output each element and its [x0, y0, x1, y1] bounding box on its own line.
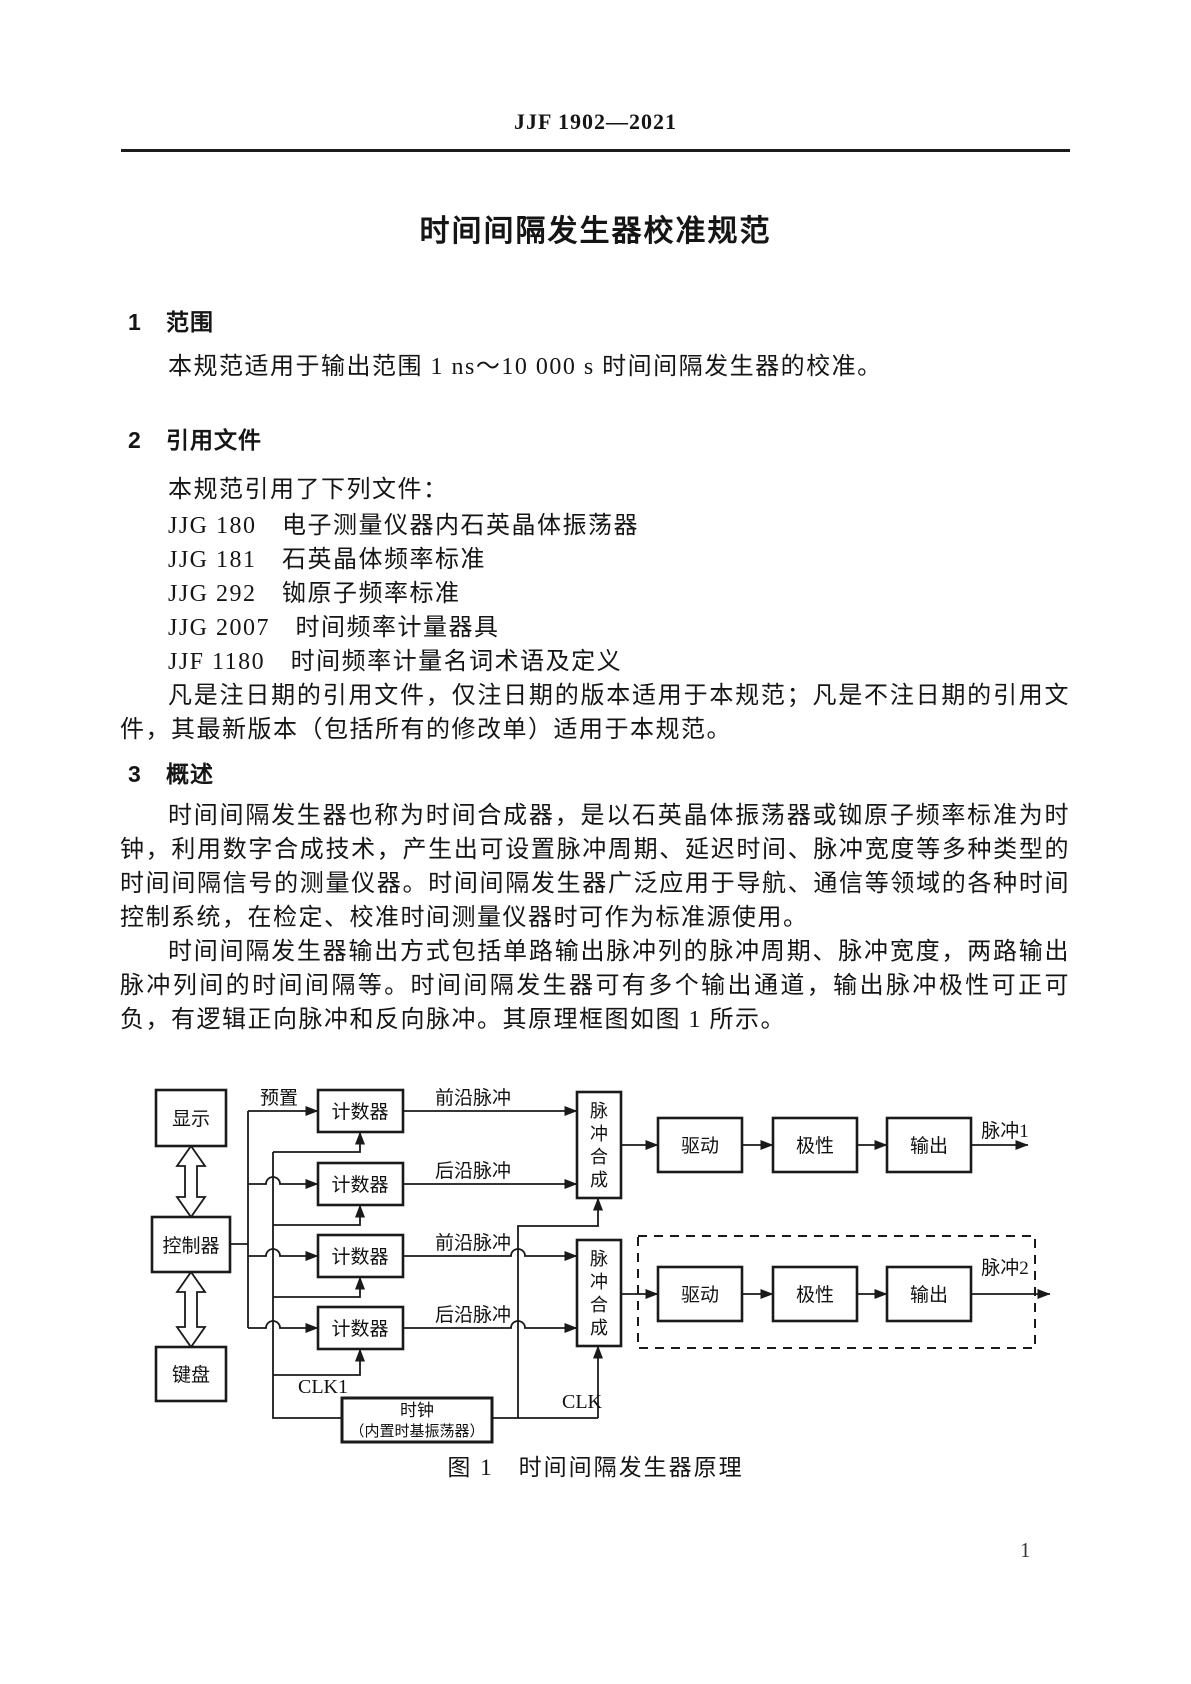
- figure-caption: 图 1 时间间隔发生器原理: [447, 1455, 744, 1480]
- references-note: 凡是注日期的引用文件，仅注日期的版本适用于本规范；凡是不注日期的引用文件，其最新…: [120, 683, 1070, 743]
- svg-text:脉: 脉: [590, 1249, 608, 1269]
- section-number: 2: [128, 427, 142, 453]
- output2-label: 输出: [910, 1284, 948, 1306]
- clk1-counter1: [273, 1131, 365, 1153]
- pulse-synth2-label: 脉 冲 合 成: [590, 1249, 608, 1338]
- clk1-bus: [272, 1152, 342, 1419]
- section-number: 1: [128, 309, 142, 335]
- scope-paragraph: 本规范适用于输出范围 1 ns～10 000 s 时间间隔发生器的校准。: [168, 354, 883, 380]
- display-controller-double-arrow: [175, 1144, 207, 1219]
- polarity2-box: [771, 1265, 859, 1323]
- channel2-dashed-box: [637, 1235, 1036, 1349]
- controller-box: [150, 1215, 232, 1274]
- counter3-label: 计数器: [331, 1246, 388, 1268]
- document-header: JJF 1902—2021: [513, 109, 678, 134]
- counter4-box: [316, 1305, 405, 1351]
- svg-text:合: 合: [590, 1147, 608, 1167]
- reference-item: JJG 292 铷原子频率标准: [168, 581, 461, 607]
- polarity2-label: 极性: [796, 1284, 834, 1306]
- section-heading-overview: 3 概述: [128, 755, 214, 789]
- pulse-synth2-box: [575, 1238, 623, 1348]
- counter1-box: [316, 1088, 405, 1134]
- clk1-counter4: [273, 1348, 365, 1376]
- svg-text:冲: 冲: [590, 1124, 608, 1144]
- clock-box: [340, 1396, 494, 1444]
- leading-pulse-label-2: 前沿脉冲: [435, 1232, 511, 1254]
- clk1-counter3: [273, 1276, 365, 1298]
- drive1-box: [656, 1116, 744, 1174]
- clk-riser-synth1: [517, 1197, 603, 1418]
- reference-item: JJG 181 石英晶体频率标准: [168, 547, 487, 573]
- leading-pulse-label-1: 前沿脉冲: [435, 1087, 511, 1109]
- svg-text:成: 成: [590, 1170, 608, 1190]
- pulse-synth1-box: [575, 1090, 623, 1200]
- counter3-box: [316, 1233, 405, 1279]
- output2-box: [885, 1265, 973, 1323]
- section-title: 范围: [166, 309, 214, 335]
- clock-subtitle-label: （内置时基振荡器）: [349, 1423, 484, 1440]
- controller-label: 控制器: [162, 1235, 219, 1257]
- counter2-label: 计数器: [331, 1174, 388, 1196]
- header-rule: [121, 149, 1070, 152]
- svg-text:冲: 冲: [590, 1272, 608, 1292]
- clk-label: CLK: [562, 1391, 603, 1413]
- overview-paragraph-1: 时间间隔发生器也称为时间合成器，是以石英晶体振荡器或铷原子频率标准为时钟，利用数…: [120, 803, 1070, 931]
- trailing-pulse-label-2: 后沿脉冲: [435, 1304, 511, 1326]
- section-heading-references: 2 引用文件: [128, 421, 262, 455]
- pulse2-label: 脉冲2: [981, 1257, 1029, 1279]
- counter2-box: [316, 1161, 405, 1207]
- counter4-label: 计数器: [331, 1318, 388, 1340]
- controller-keyboard-double-arrow: [175, 1270, 207, 1349]
- clk1-label: CLK1: [298, 1376, 348, 1398]
- reference-item: JJF 1180 时间频率计量名词术语及定义: [168, 649, 623, 675]
- document-title: 时间间隔发生器校准规范: [419, 215, 772, 248]
- pulse-synth1-label: 脉 冲 合 成: [590, 1101, 608, 1190]
- reference-item: JJG 2007 时间频率计量器具: [168, 615, 500, 641]
- page-number: 1: [1020, 1538, 1031, 1562]
- output1-box: [885, 1116, 973, 1174]
- counter1-label: 计数器: [331, 1101, 388, 1123]
- drive2-box: [656, 1265, 744, 1323]
- section-title: 概述: [166, 761, 214, 787]
- preset-line-counter4: [248, 1320, 319, 1333]
- section-number: 3: [128, 761, 142, 787]
- svg-text:合: 合: [590, 1295, 608, 1315]
- keyboard-box: [154, 1345, 228, 1403]
- clock-title-label: 时钟: [400, 1401, 434, 1420]
- preset-line-counter3: [248, 1248, 319, 1261]
- section-heading-scope: 1 范围: [128, 303, 214, 337]
- trailing-pulse-label-1: 后沿脉冲: [435, 1160, 511, 1182]
- polarity1-label: 极性: [796, 1135, 834, 1157]
- keyboard-label: 键盘: [172, 1364, 210, 1386]
- clk1-counter2: [273, 1204, 365, 1226]
- reference-item: JJG 180 电子测量仪器内石英晶体振荡器: [168, 513, 640, 539]
- svg-text:成: 成: [590, 1318, 608, 1338]
- overview-paragraph-2: 时间间隔发生器输出方式包括单路输出脉冲列的脉冲周期、脉冲宽度，两路输出脉冲列间的…: [120, 939, 1070, 1033]
- preset-label: 预置: [260, 1087, 298, 1109]
- svg-text:脉: 脉: [590, 1101, 608, 1121]
- drive2-label: 驱动: [681, 1284, 719, 1306]
- display-box: [154, 1088, 228, 1148]
- preset-line-counter2: [248, 1176, 319, 1189]
- display-label: 显示: [172, 1109, 210, 1130]
- references-intro: 本规范引用了下列文件：: [168, 477, 449, 503]
- polarity1-box: [771, 1116, 859, 1174]
- output1-label: 输出: [910, 1135, 948, 1157]
- pulse1-label: 脉冲1: [981, 1120, 1029, 1142]
- figure-block-diagram: 显示 控制器 键盘 计数器 计数器 计数器 计数器 脉 冲 合 成 脉 冲 合 …: [150, 1087, 1051, 1444]
- drive1-label: 驱动: [681, 1135, 719, 1157]
- section-title: 引用文件: [166, 427, 262, 453]
